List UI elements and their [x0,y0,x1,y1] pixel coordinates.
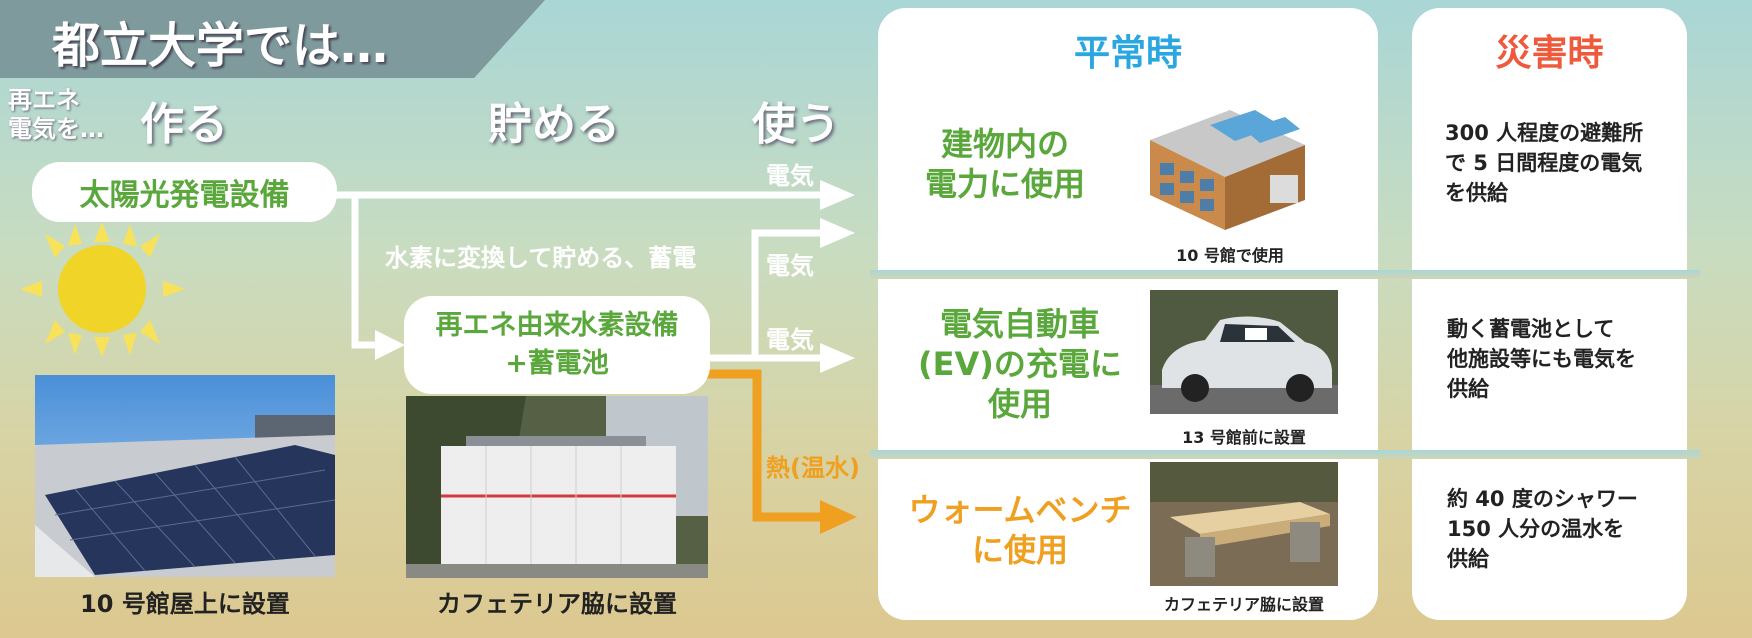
disaster-desc-2-line3: 供給 [1447,377,1489,401]
bench-caption: カフェテリア脇に設置 [1163,595,1324,614]
electricity-label-2: 電気 [766,252,814,280]
disaster-desc-2-line1: 動く蓄電池として [1447,317,1615,341]
disaster-desc-1-line2: で 5 日間程度の電気 [1445,151,1643,175]
row-building-label-line2: 電力に使用 [924,165,1085,203]
row-bench-label-line2: に使用 [971,531,1068,569]
hydrogen-unit-photo [406,396,708,578]
renewable-label-line2: 電気を… [8,115,104,143]
convert-note: 水素に変換して貯める、蓄電 [385,244,697,272]
flow-arrows [351,180,857,534]
row-ev-label-line2: (EV)の充電に [918,345,1122,383]
arrow-solar-to-hydrogen-line [351,195,380,349]
disaster-desc-1-line1: 300 人程度の避難所 [1445,121,1644,145]
solar-caption: 10 号館屋上に設置 [80,590,290,618]
heat-label: 熱(温水) [766,454,860,482]
title-band [0,0,545,78]
hydrogen-caption: カフェテリア脇に設置 [437,590,677,618]
row-building-label: 建物内の 電力に使用 [900,124,1110,204]
disaster-desc-3-line3: 供給 [1447,547,1489,571]
page-title: 都立大学では… [52,18,389,74]
arrow-head-2 [820,218,855,248]
sun-icon [20,222,185,357]
arrow-head-4 [820,343,855,373]
hydrogen-label-line2: +蓄電池 [505,348,609,379]
building-caption: 10 号館で使用 [1176,246,1284,265]
disaster-desc-1-line3: を供給 [1445,181,1508,205]
arrow-head-1 [820,180,855,210]
warm-bench-photo [1150,462,1338,586]
normal-time-title: 平常時 [1073,33,1182,74]
electricity-label-3: 電気 [766,326,814,354]
disaster-desc-2-line2: 他施設等にも電気を [1447,347,1636,371]
row-ev-label-line3: 使用 [987,385,1052,423]
hydrogen-equipment-box: 再エネ由来水素設備 +蓄電池 [404,296,710,394]
arrow-head-heat [820,500,857,534]
row-divider-2 [870,450,1700,459]
solar-panel-photo [35,375,335,577]
solar-equipment-box: 太陽光発電設備 [32,162,337,222]
renewable-label: 再エネ 電気を… [8,86,128,144]
disaster-desc-3-line2: 150 人分の温水を [1447,517,1625,541]
row-bench-label: ウォームベンチ に使用 [900,490,1140,570]
disaster-time-panel [1412,8,1687,620]
ev-car-photo [1150,290,1338,414]
building-illustration [1150,110,1305,230]
stage-store: 貯める [488,99,620,150]
row-building-label-line1: 建物内の [940,125,1069,163]
hydrogen-label-line1: 再エネ由来水素設備 [435,310,679,341]
disaster-desc-1: 300 人程度の避難所 で 5 日間程度の電気 を供給 [1445,118,1643,208]
disaster-time-title: 災害時 [1495,33,1604,74]
arrow-head-3 [375,330,405,360]
row-divider-1 [870,270,1700,279]
row-ev-label: 電気自動車 (EV)の充電に 使用 [900,304,1140,424]
row-ev-label-line1: 電気自動車 [939,305,1100,343]
stage-make: 作る [140,99,228,150]
renewable-label-line1: 再エネ [8,86,80,114]
arrow-heat-line [705,369,822,522]
disaster-desc-3: 約 40 度のシャワー 150 人分の温水を 供給 [1447,484,1638,574]
ev-caption: 13 号館前に設置 [1182,428,1306,447]
electricity-label-1: 電気 [766,162,814,190]
row-bench-label-line1: ウォームベンチ [908,491,1132,529]
disaster-desc-3-line1: 約 40 度のシャワー [1447,487,1638,511]
stage-use: 使う [752,99,840,150]
disaster-desc-2: 動く蓄電池として 他施設等にも電気を 供給 [1447,314,1636,404]
